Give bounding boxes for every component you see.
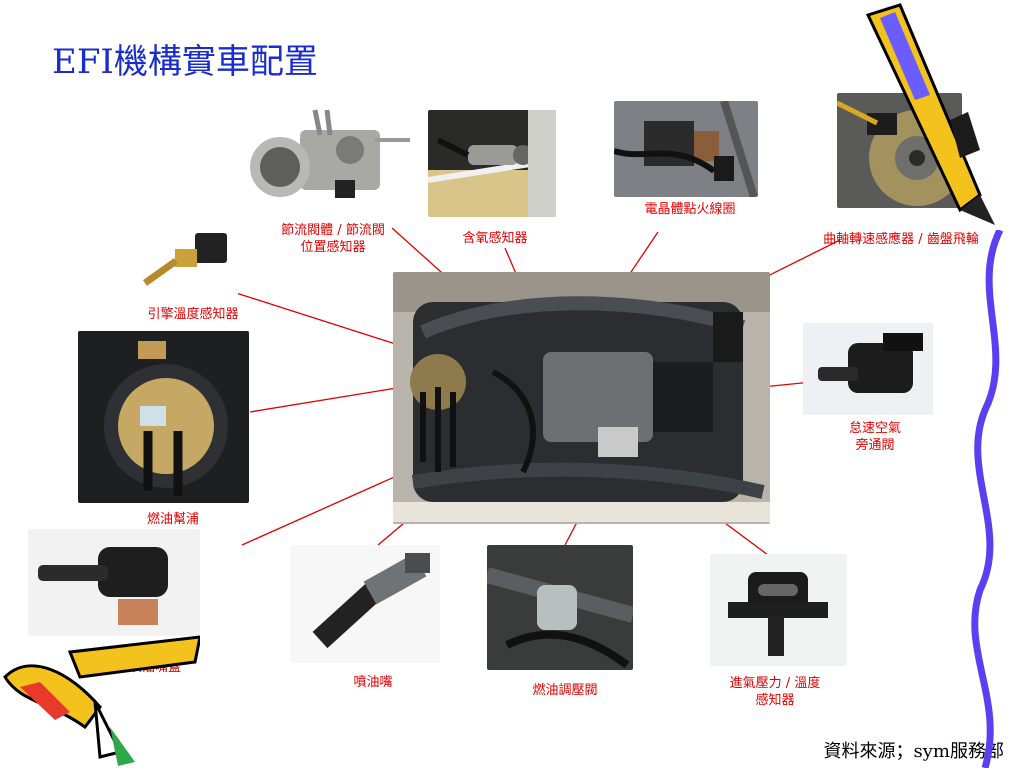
label-idle-valve: 怠速空氣 旁通閥 xyxy=(848,421,901,453)
fuel-pump-photo xyxy=(78,331,249,503)
ignition-coil-photo xyxy=(614,101,758,197)
map-sensor-photo xyxy=(710,554,847,666)
o2-sensor-photo xyxy=(428,110,556,217)
regulator-photo xyxy=(487,545,633,670)
wave-decoration-right xyxy=(971,230,1004,768)
label-map-sensor: 進氣壓力 / 溫度 感知器 xyxy=(729,676,821,708)
label-fuel-pump: 燃油幫浦 xyxy=(146,512,199,527)
label-engine-temp: 引擎溫度感知器 xyxy=(147,307,239,322)
source-credit: 資料來源；sym服務部 xyxy=(823,741,1004,762)
label-injector: 噴油嘴 xyxy=(353,675,393,690)
idle-valve-photo xyxy=(803,323,933,415)
slide-title: EFI機構實車配置 xyxy=(52,42,318,82)
injector-cap-photo xyxy=(28,529,200,636)
label-throttle: 節流閥體 / 節流閥 位置感知器 xyxy=(281,223,385,255)
frame-photo xyxy=(393,272,770,524)
leader-fuel-pump xyxy=(249,384,416,413)
label-regulator: 燃油調壓閥 xyxy=(532,683,598,698)
label-ignition-coil: 電晶體點火線圈 xyxy=(644,202,736,217)
injector-photo xyxy=(290,545,440,663)
label-crank-sensor: 曲軸轉速感應器 / 齒盤飛輪 xyxy=(823,232,979,247)
throttle-body-photo xyxy=(245,105,417,217)
pencil-clipart-bottom-left xyxy=(3,635,200,766)
label-o2-sensor: 含氧感知器 xyxy=(462,231,528,246)
engine-temp-sensor-photo xyxy=(120,221,238,301)
pencil-clipart-top-right xyxy=(865,3,995,225)
